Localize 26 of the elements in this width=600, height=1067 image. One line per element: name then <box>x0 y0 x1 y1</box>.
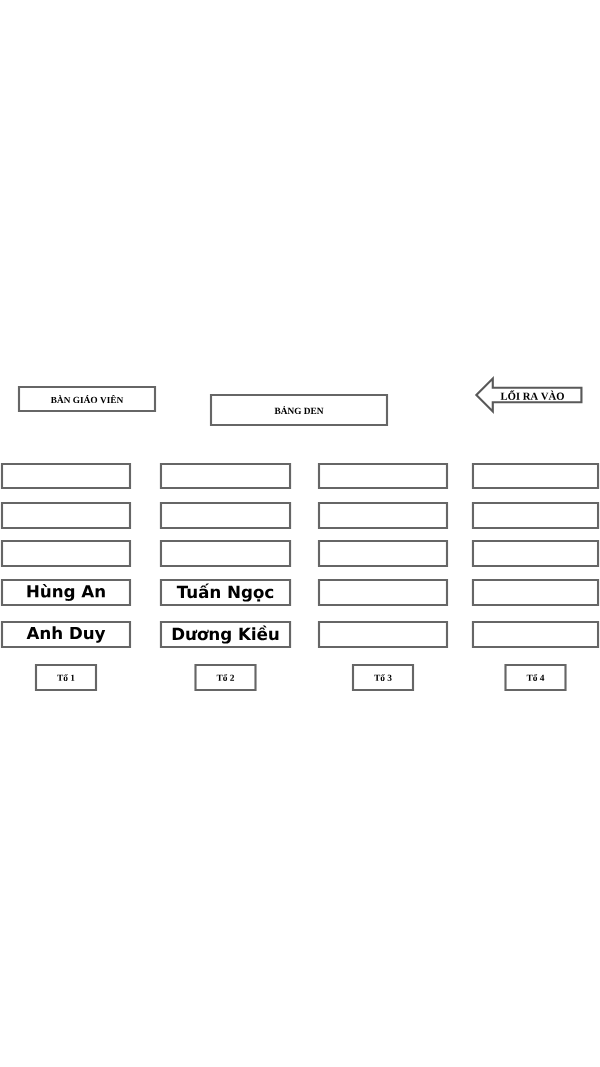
sign-box: BÀN GIÁO VIÊN <box>17 385 157 413</box>
desk-box <box>317 462 449 490</box>
group-label-box: Tổ 2 <box>194 663 257 692</box>
desk-box <box>317 501 449 530</box>
desk-box <box>317 578 449 607</box>
desk-box <box>317 539 449 568</box>
group-label-box: Tổ 1 <box>34 663 98 692</box>
desk-box <box>0 539 132 568</box>
desk-box <box>159 501 292 530</box>
sign-box: BẢNG DEN <box>209 393 389 427</box>
desk-box <box>471 539 600 568</box>
desk-box <box>0 501 132 530</box>
desk-box <box>317 620 449 649</box>
group-label-box: Tổ 4 <box>504 663 567 692</box>
desk-box <box>471 501 600 530</box>
desk-box <box>159 539 292 568</box>
desk-box <box>471 620 600 649</box>
desk-box: Dương Kiều <box>159 620 292 649</box>
desk-box <box>0 462 132 490</box>
desk-box <box>471 578 600 607</box>
desk-box: Anh Duy <box>0 620 132 649</box>
desk-box <box>471 462 600 490</box>
desk-box: Tuấn Ngọc <box>159 578 292 607</box>
desk-box <box>159 462 292 490</box>
desk-box: Hùng An <box>0 578 132 607</box>
group-label-box: Tổ 3 <box>351 663 415 692</box>
